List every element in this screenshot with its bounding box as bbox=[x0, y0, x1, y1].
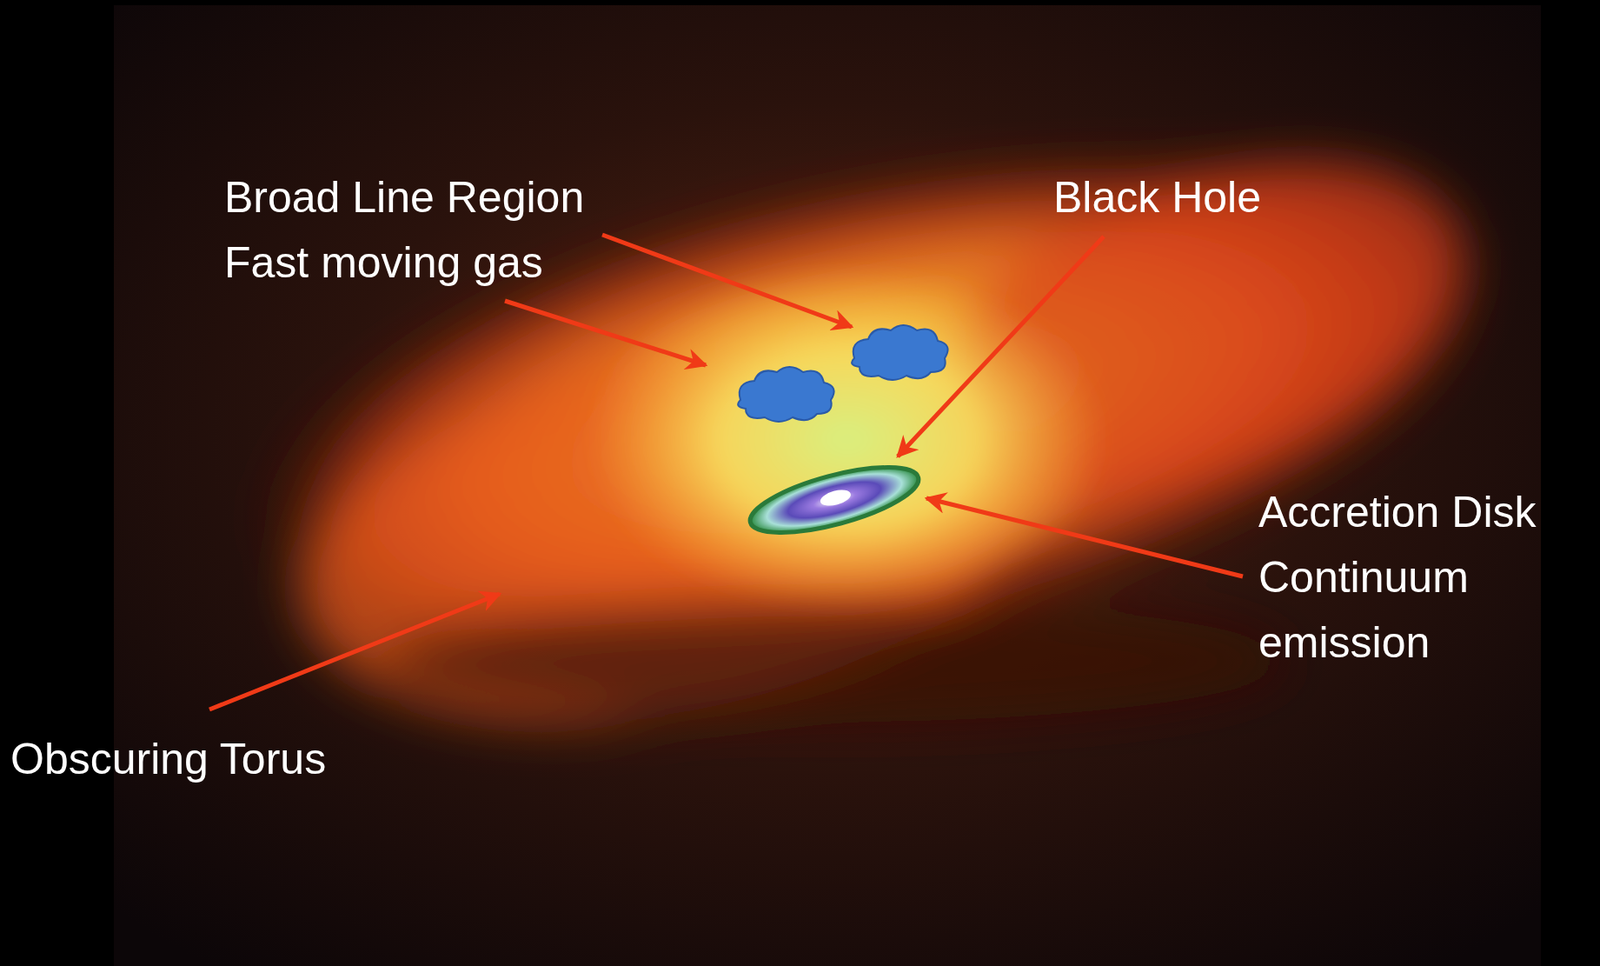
region-label: Obscuring Torus bbox=[10, 726, 326, 792]
region-label: Broad Line Region Fast moving gas bbox=[224, 165, 638, 296]
part-label: Black Hole bbox=[1053, 165, 1262, 231]
region-label: Accretion Disk Continuum emission bbox=[1258, 479, 1563, 676]
